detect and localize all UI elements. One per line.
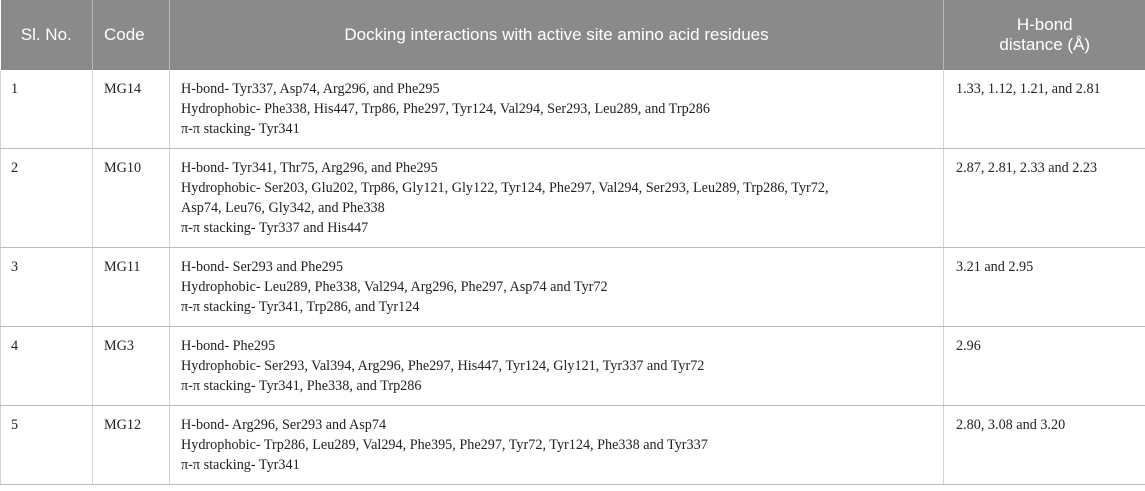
interaction-line: π-π stacking- Tyr341, Trp286, and Tyr124 [181, 299, 420, 315]
cell-distance: 2.80, 3.08 and 3.20 [943, 405, 1145, 485]
table-row: 5 MG12 H-bond- Arg296, Ser293 and Asp74 … [0, 405, 1145, 485]
header-distance-line1: H-bond [1016, 15, 1073, 34]
interaction-line: H-bond- Arg296, Ser293 and Asp74 [181, 417, 387, 433]
cell-code: MG3 [92, 326, 170, 406]
interaction-line: Hydrophobic- Ser293, Val394, Arg296, Phe… [181, 358, 705, 374]
interaction-line: π-π stacking- Tyr341, Phe338, and Trp286 [181, 378, 422, 394]
cell-code: MG11 [92, 247, 170, 327]
table-row: 2 MG10 H-bond- Tyr341, Thr75, Arg296, an… [0, 148, 1145, 248]
interaction-line: H-bond- Ser293 and Phe295 [181, 259, 343, 275]
cell-sl-no: 4 [0, 326, 93, 406]
interaction-line: Asp74, Leu76, Gly342, and Phe338 [181, 200, 385, 216]
cell-interactions: H-bond- Phe295 Hydrophobic- Ser293, Val3… [169, 326, 944, 406]
table-row: 3 MG11 H-bond- Ser293 and Phe295 Hydroph… [0, 247, 1145, 327]
header-distance-line2: distance (Å) [999, 35, 1091, 54]
interaction-line: H-bond- Tyr337, Asp74, Arg296, and Phe29… [181, 81, 440, 97]
cell-code: MG10 [92, 148, 170, 248]
header-hbond-distance: H-bond distance (Å) [943, 0, 1145, 70]
cell-distance: 2.96 [943, 326, 1145, 406]
interaction-line: π-π stacking- Tyr341 [181, 457, 300, 473]
interaction-line: Hydrophobic- Trp286, Leu289, Val294, Phe… [181, 437, 708, 453]
header-interactions: Docking interactions with active site am… [169, 0, 944, 70]
interaction-line: Hydrophobic- Ser203, Glu202, Trp86, Gly1… [181, 180, 829, 196]
table-row: 1 MG14 H-bond- Tyr337, Asp74, Arg296, an… [0, 70, 1145, 149]
cell-sl-no: 1 [0, 70, 93, 149]
interaction-line: π-π stacking- Tyr341 [181, 121, 300, 137]
interaction-line: H-bond- Phe295 [181, 338, 276, 354]
header-code: Code [92, 0, 170, 70]
cell-sl-no: 2 [0, 148, 93, 248]
cell-sl-no: 3 [0, 247, 93, 327]
interaction-line: π-π stacking- Tyr337 and His447 [181, 220, 369, 236]
cell-interactions: H-bond- Tyr337, Asp74, Arg296, and Phe29… [169, 70, 944, 149]
cell-code: MG12 [92, 405, 170, 485]
cell-interactions: H-bond- Tyr341, Thr75, Arg296, and Phe29… [169, 148, 944, 248]
cell-code: MG14 [92, 70, 170, 149]
interaction-line: H-bond- Tyr341, Thr75, Arg296, and Phe29… [181, 160, 438, 176]
cell-distance: 1.33, 1.12, 1.21, and 2.81 [943, 70, 1145, 149]
header-sl-no: Sl. No. [0, 0, 93, 70]
cell-interactions: H-bond- Arg296, Ser293 and Asp74 Hydroph… [169, 405, 944, 485]
cell-interactions: H-bond- Ser293 and Phe295 Hydrophobic- L… [169, 247, 944, 327]
interaction-line: Hydrophobic- Leu289, Phe338, Val294, Arg… [181, 279, 608, 295]
interaction-line: Hydrophobic- Phe338, His447, Trp86, Phe2… [181, 101, 710, 117]
cell-distance: 3.21 and 2.95 [943, 247, 1145, 327]
table-row: 4 MG3 H-bond- Phe295 Hydrophobic- Ser293… [0, 326, 1145, 406]
header-row: Sl. No. Code Docking interactions with a… [0, 0, 1145, 70]
cell-sl-no: 5 [0, 405, 93, 485]
cell-distance: 2.87, 2.81, 2.33 and 2.23 [943, 148, 1145, 248]
